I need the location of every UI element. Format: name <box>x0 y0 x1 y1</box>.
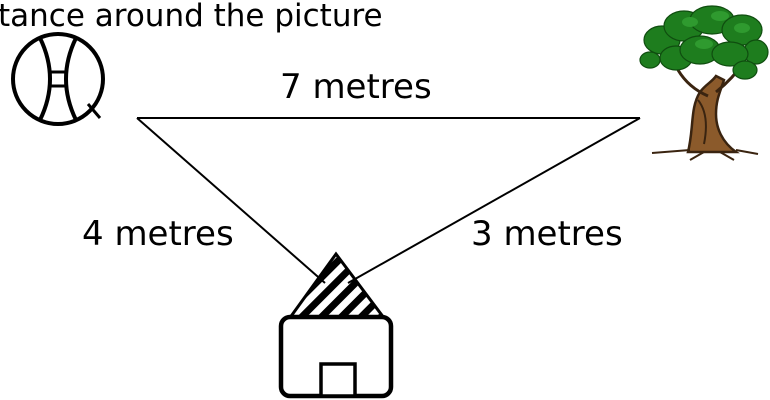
house-door <box>319 362 357 398</box>
distance-label-ball-house: 4 metres <box>82 214 234 254</box>
edge-tree-house <box>347 117 641 284</box>
distance-label-ball-tree: 7 metres <box>280 67 432 107</box>
edge-ball-house <box>136 117 326 284</box>
house-icon <box>278 251 394 399</box>
ball-icon <box>11 32 105 126</box>
distance-label-tree-house: 3 metres <box>471 214 623 254</box>
page-title: tance around the picture <box>0 0 383 34</box>
tree-icon <box>639 5 769 161</box>
